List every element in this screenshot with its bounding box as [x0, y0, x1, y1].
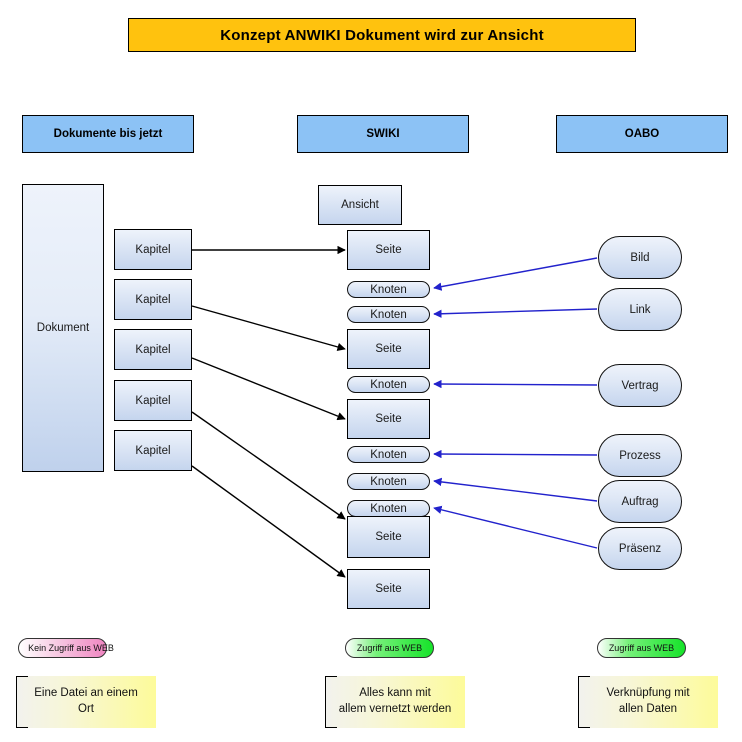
connector-kapitel4-seite4 — [191, 411, 346, 520]
node-knoten-3[interactable]: Knoten — [347, 376, 430, 393]
node-seite-1[interactable]: Seite — [347, 230, 430, 270]
connector-bild-knoten1 — [433, 257, 598, 291]
connector-auftrag-knoten5 — [433, 477, 598, 502]
node-auftrag[interactable]: Auftrag — [598, 480, 682, 523]
node-bild[interactable]: Bild — [598, 236, 682, 279]
node-knoten-4[interactable]: Knoten — [347, 446, 430, 463]
note-left-line2: Ort — [78, 703, 94, 715]
node-seite-5[interactable]: Seite — [347, 569, 430, 609]
node-knoten-5[interactable]: Knoten — [347, 473, 430, 490]
node-kapitel-2[interactable]: Kapitel — [114, 279, 192, 320]
node-vertrag[interactable]: Vertrag — [598, 364, 682, 407]
connector-kapitel3-seite3 — [191, 357, 346, 421]
node-seite-4[interactable]: Seite — [347, 516, 430, 558]
node-dokument[interactable]: Dokument — [22, 184, 104, 472]
node-knoten-1[interactable]: Knoten — [347, 281, 430, 298]
note-left-line1: Eine Datei an einem — [34, 687, 138, 700]
note-right: Verknüpfung mit allen Daten — [578, 676, 718, 728]
column-header-dokumente: Dokumente bis jetzt — [22, 115, 194, 153]
node-link[interactable]: Link — [598, 288, 682, 331]
connector-vertrag-knoten3 — [433, 379, 598, 389]
connector-kapitel5-seite5 — [191, 465, 346, 578]
node-ansicht[interactable]: Ansicht — [318, 185, 402, 225]
diagram-title: Konzept ANWIKI Dokument wird zur Ansicht — [128, 18, 636, 52]
node-kapitel-4[interactable]: Kapitel — [114, 380, 192, 421]
node-kapitel-5[interactable]: Kapitel — [114, 430, 192, 471]
status-badge-zugriff-swiki[interactable]: Zugriff aus WEB — [345, 638, 434, 658]
node-seite-2[interactable]: Seite — [347, 329, 430, 369]
note-middle-line2: allem vernetzt werden — [338, 703, 452, 715]
connector-prozess-knoten4 — [433, 449, 598, 459]
note-middle-line1: Alles kann mit — [359, 687, 431, 700]
node-knoten-2[interactable]: Knoten — [347, 306, 430, 323]
note-left: Eine Datei an einem Ort — [16, 676, 156, 728]
connector-kapitel2-seite2 — [191, 305, 346, 351]
status-badge-kein-zugriff[interactable]: Kein Zugriff aus WEB — [18, 638, 114, 658]
node-knoten-6[interactable]: Knoten — [347, 500, 430, 517]
connector-link-knoten2 — [433, 308, 598, 318]
column-header-oabo: OABO — [556, 115, 728, 153]
node-seite-3[interactable]: Seite — [347, 399, 430, 439]
node-prozess[interactable]: Prozess — [598, 434, 682, 477]
note-middle: Alles kann mit allem vernetzt werden — [325, 676, 465, 728]
status-badge-kein-zugriff-label: Kein Zugriff aus WEB — [28, 643, 114, 653]
column-header-swiki: SWIKI — [297, 115, 469, 153]
connector-praesenz-knoten6 — [433, 505, 598, 549]
note-right-line1: Verknüpfung mit — [606, 687, 690, 700]
note-right-line2: allen Daten — [618, 703, 678, 715]
node-praesenz[interactable]: Präsenz — [598, 527, 682, 570]
node-kapitel-1[interactable]: Kapitel — [114, 229, 192, 270]
status-badge-zugriff-oabo[interactable]: Zugriff aus WEB — [597, 638, 686, 658]
node-kapitel-3[interactable]: Kapitel — [114, 329, 192, 370]
